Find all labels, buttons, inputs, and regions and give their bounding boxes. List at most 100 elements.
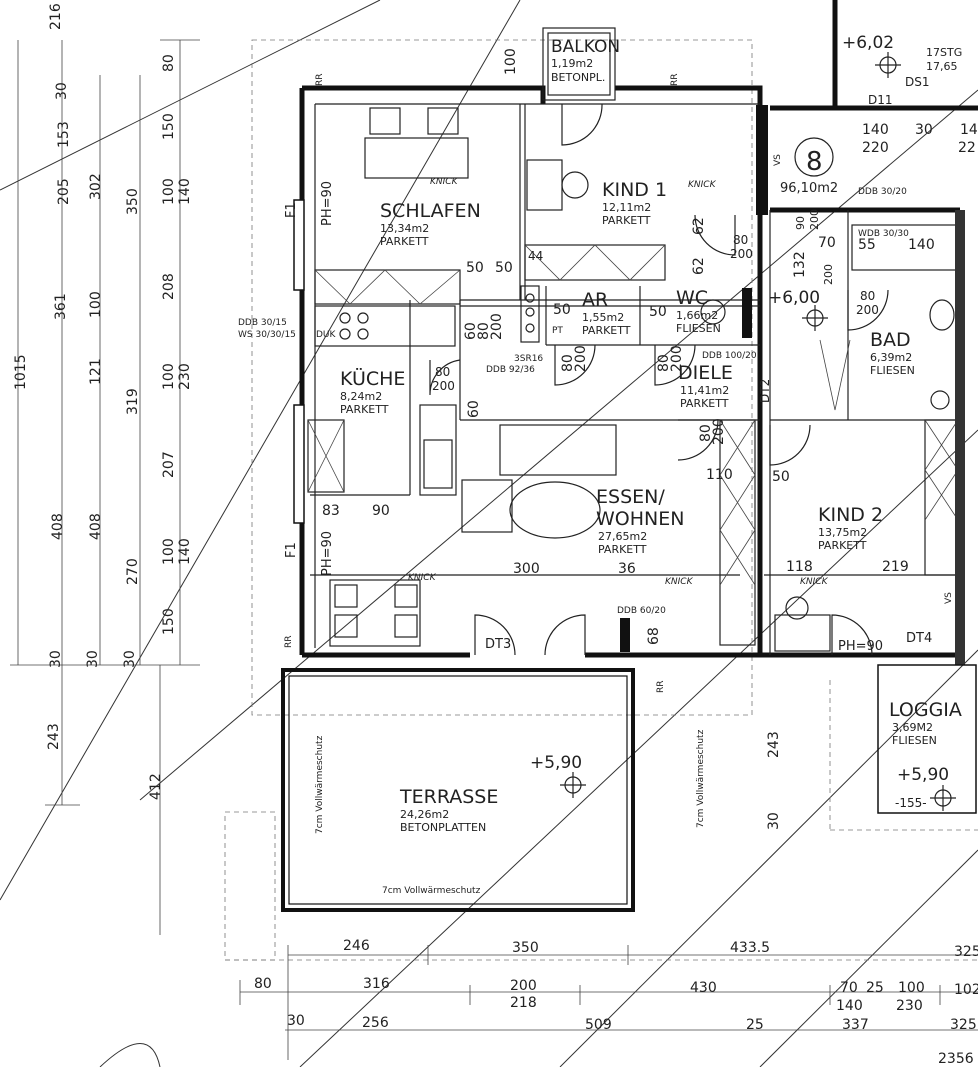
knick-label: KNICK bbox=[430, 177, 459, 187]
dim-label: 90 bbox=[794, 216, 807, 230]
kind2-name: KIND 2 bbox=[818, 504, 883, 526]
insulation-label: 7cm Vollwärmeschutz bbox=[696, 729, 706, 828]
stg-label: 17STG bbox=[926, 46, 962, 59]
dim-label: 36 bbox=[618, 561, 636, 577]
dim-label: 200 bbox=[510, 978, 537, 994]
dim-label: 205 bbox=[56, 178, 72, 205]
knick-label: KNICK bbox=[665, 577, 694, 587]
dim-label: 325 bbox=[954, 944, 978, 960]
dim-label: 230 bbox=[896, 998, 923, 1014]
level-loggia: +5,90 bbox=[897, 765, 949, 785]
dim-label: 140 bbox=[177, 178, 193, 205]
dim-label: 200 bbox=[489, 313, 505, 340]
f1-label: F1 bbox=[284, 542, 299, 558]
dim-label: 30 bbox=[766, 812, 782, 830]
vs-label: VS bbox=[944, 592, 954, 604]
bottom-dimension-labels: 246 350 433.5 325 80 316 200 218 430 70 … bbox=[254, 938, 978, 1067]
dim-label: 60 bbox=[463, 322, 479, 340]
dim-label: 14 bbox=[960, 122, 978, 138]
ph-label: PH=90 bbox=[320, 531, 335, 576]
dim-label: 325 bbox=[950, 1017, 977, 1033]
unit-number: 8 bbox=[806, 147, 823, 177]
knick-label: KNICK bbox=[800, 577, 829, 587]
dt2-label: DT2 bbox=[758, 379, 772, 403]
dim-label: 80 bbox=[254, 976, 272, 992]
dim-label: 50 bbox=[649, 304, 667, 320]
balkon-area: 1,19m2 bbox=[551, 57, 593, 70]
dim-label: 140 bbox=[908, 237, 935, 253]
dim-label: 350 bbox=[512, 940, 539, 956]
knick-label: KNICK bbox=[688, 180, 717, 190]
dim-label: 121 bbox=[88, 358, 104, 385]
dim-label: 30 bbox=[287, 1013, 305, 1029]
dim-label: 408 bbox=[88, 513, 104, 540]
dim-label: 361 bbox=[53, 293, 69, 320]
kueche-name: KÜCHE bbox=[340, 367, 405, 390]
furniture bbox=[307, 105, 965, 665]
balkon-outline bbox=[542, 27, 616, 101]
dim-label: 140 bbox=[177, 538, 193, 565]
dim-label: 337 bbox=[842, 1017, 869, 1033]
dim-label: 83 bbox=[322, 503, 340, 519]
dim-label: 2356 bbox=[938, 1051, 974, 1067]
dim-label: 150 bbox=[161, 113, 177, 140]
vs-label: VS bbox=[773, 154, 783, 166]
dim-label: 80 bbox=[560, 354, 576, 372]
left-dimension-lines bbox=[10, 39, 200, 935]
dim-label: 102 bbox=[954, 982, 978, 998]
dim-label: 216 bbox=[48, 3, 64, 30]
dim-label: 200 bbox=[822, 264, 835, 285]
bad-name: BAD bbox=[870, 329, 911, 351]
terrasse-name: TERRASSE bbox=[399, 786, 498, 808]
wdb-label: WDB 30/30 bbox=[858, 229, 909, 239]
dim-label: 62 bbox=[691, 217, 707, 235]
essen-name: ESSEN/ bbox=[596, 486, 665, 508]
dim-label: 200 bbox=[808, 209, 821, 230]
dim-label: 80 bbox=[161, 54, 177, 72]
dim-label: 25 bbox=[866, 980, 884, 996]
interior-walls bbox=[310, 103, 960, 655]
dim-label: 350 bbox=[125, 188, 141, 215]
dim-label: 1015 bbox=[13, 354, 29, 390]
dim-label: 100 bbox=[898, 980, 925, 996]
unit-area: 96,10m2 bbox=[780, 181, 838, 196]
dim-label: 300 bbox=[513, 561, 540, 577]
kind1-floor: PARKETT bbox=[602, 214, 651, 227]
loggia-floor: FLIESEN bbox=[892, 734, 937, 747]
dim-label: 110 bbox=[706, 467, 733, 483]
dim-label: 80 bbox=[656, 354, 672, 372]
dim-label: 220 bbox=[862, 140, 889, 156]
dim-label: 44 bbox=[528, 249, 543, 263]
wc-name: WC bbox=[676, 287, 708, 309]
dim-label: 246 bbox=[343, 938, 370, 954]
dim-label: 50 bbox=[466, 260, 484, 276]
dim-label: 50 bbox=[772, 469, 790, 485]
dim-label: 50 bbox=[495, 260, 513, 276]
rr-label: RR bbox=[656, 680, 666, 693]
sr-label: 3SR16 bbox=[514, 354, 543, 364]
dim-label: 90 bbox=[372, 503, 390, 519]
stg-height-label: 17,65 bbox=[926, 60, 958, 73]
dim-label: 319 bbox=[125, 388, 141, 415]
duk-label: DUK bbox=[316, 330, 337, 340]
dim-label: 70 bbox=[840, 980, 858, 996]
schlafen-area: 13,34m2 bbox=[380, 222, 429, 235]
ar-name: AR bbox=[582, 289, 608, 311]
dim-label: 430 bbox=[690, 980, 717, 996]
left-dimension-labels: 216 80 30 153 150 205 302 350 100 140 20… bbox=[13, 3, 193, 800]
dim-label: 70 bbox=[818, 235, 836, 251]
level-middle: +6,00 bbox=[768, 288, 820, 308]
diele-floor: PARKETT bbox=[680, 397, 729, 410]
dim-label: 200 bbox=[669, 345, 685, 372]
dim-label: 243 bbox=[766, 731, 782, 758]
insulation-label: 7cm Vollwärmeschutz bbox=[315, 735, 325, 834]
wc-area: 1,66m2 bbox=[676, 309, 718, 322]
schlafen-name: SCHLAFEN bbox=[380, 200, 481, 222]
balkon-name: BALKON bbox=[551, 37, 620, 57]
bottom-dimension-lines bbox=[239, 945, 978, 1060]
dim-label: 200 bbox=[856, 303, 879, 317]
f1-label: F1 bbox=[284, 202, 299, 218]
loggia-width-label: -155- bbox=[895, 796, 927, 810]
